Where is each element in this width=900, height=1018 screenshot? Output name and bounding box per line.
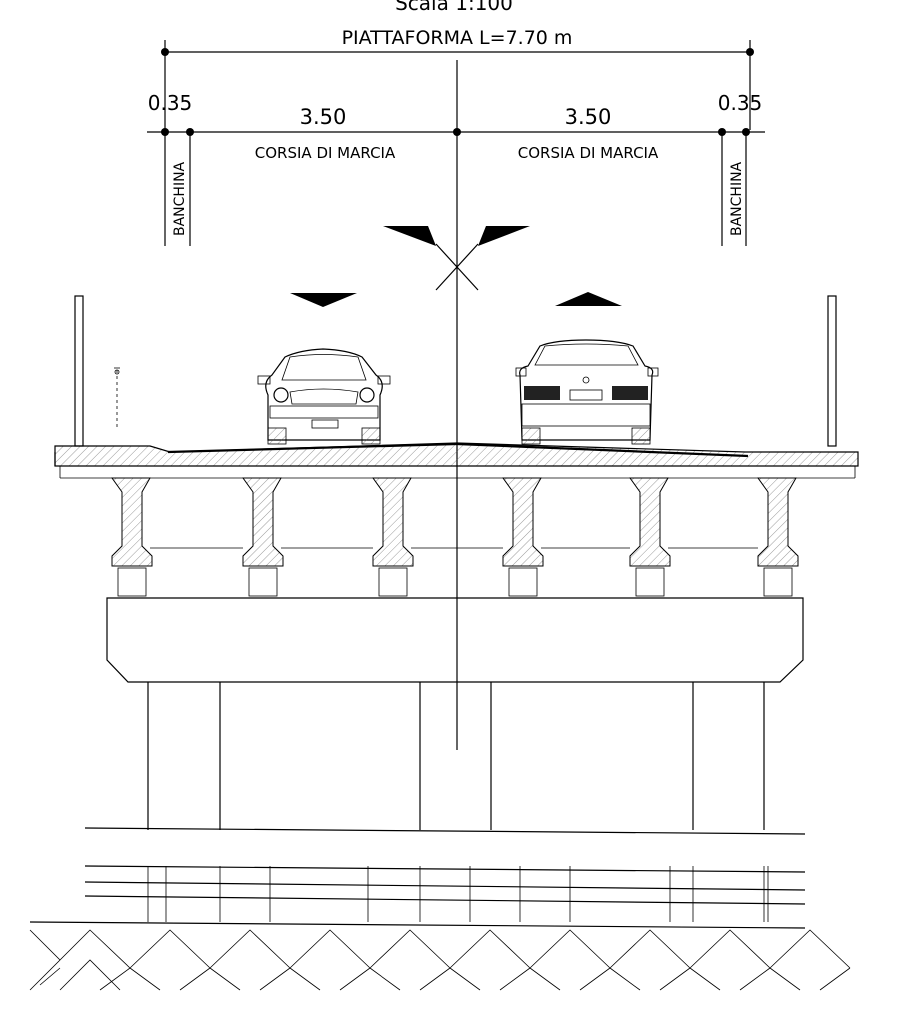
shoulder-left-width: 0.35 (148, 91, 193, 115)
girder-1 (111, 477, 153, 597)
lane-left-label: CORSIA DI MARCIA (255, 144, 396, 162)
girder-2 (242, 477, 284, 597)
lane-left-width: 3.50 (300, 105, 347, 129)
foundation-lines (29, 827, 806, 929)
girder-6 (757, 477, 799, 597)
pier-cap (106, 597, 804, 683)
shoulder-left: BANCHINA (164, 132, 191, 246)
left-parapet (74, 295, 120, 447)
girder-4 (502, 477, 544, 597)
shoulder-right-label: BANCHINA (729, 161, 745, 236)
right-parapet (827, 295, 837, 447)
direction-down-arrow-icon (290, 293, 357, 307)
platform-width-label: PIATTAFORMA L=7.70 m (342, 27, 573, 49)
crown-slope-symbol (383, 226, 530, 291)
scale-label: Scala 1:100 (395, 0, 513, 15)
platform-dimension: PIATTAFORMA L=7.70 m (161, 27, 754, 130)
direction-up-arrow-icon (555, 292, 622, 306)
car-left-front-view (257, 348, 391, 445)
pier-columns (147, 682, 765, 830)
shoulder-right-width: 0.35 (718, 91, 763, 115)
car-right-rear-view (515, 339, 659, 445)
deck-slab (54, 442, 859, 479)
shoulder-left-label: BANCHINA (172, 161, 188, 236)
girder-5 (629, 477, 671, 597)
girder-3 (372, 477, 414, 597)
shoulder-right: BANCHINA (721, 132, 747, 246)
lane-right-label: CORSIA DI MARCIA (518, 144, 659, 162)
terrain-hatch (29, 929, 851, 991)
lane-right-width: 3.50 (565, 105, 612, 129)
lane-dimension: 0.35 3.50 3.50 0.35 CORSIA DI MARCIA COR… (147, 91, 765, 162)
